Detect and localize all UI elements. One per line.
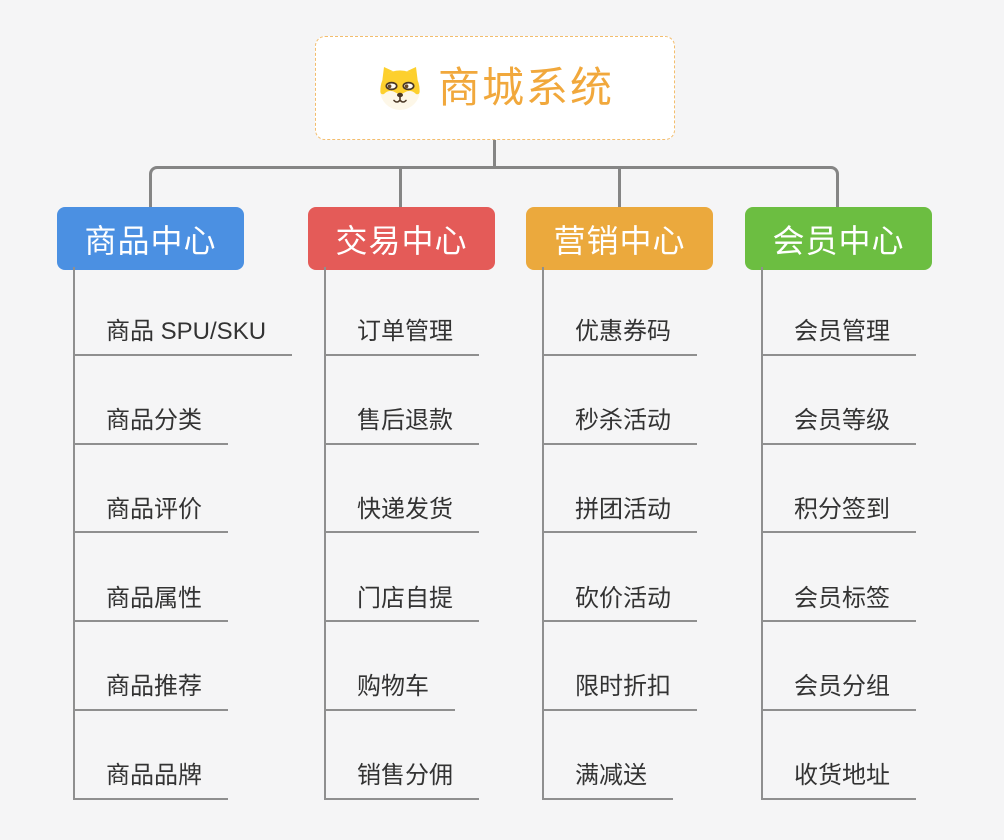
root-node[interactable]: 商城系统 bbox=[315, 36, 675, 140]
child-node[interactable]: 会员管理 bbox=[763, 267, 916, 356]
root-title: 商城系统 bbox=[437, 64, 614, 111]
branch-box-product-center[interactable]: 商品中心 bbox=[57, 207, 244, 270]
branch-label: 营销中心 bbox=[553, 222, 686, 259]
dog-face-icon bbox=[376, 64, 424, 112]
child-node[interactable]: 满减送 bbox=[544, 711, 673, 800]
branch-children-product-center: 商品 SPU/SKU 商品分类 商品评价 商品属性 商品推荐 商品品牌 bbox=[73, 267, 293, 800]
child-node[interactable]: 商品评价 bbox=[75, 445, 228, 534]
connector-branch3-stub bbox=[618, 166, 621, 208]
branch-box-trade-center[interactable]: 交易中心 bbox=[308, 207, 495, 270]
child-node[interactable]: 订单管理 bbox=[326, 267, 479, 356]
branch-children-member-center: 会员管理 会员等级 积分签到 会员标签 会员分组 收货地址 bbox=[761, 267, 916, 800]
branch-box-member-center[interactable]: 会员中心 bbox=[745, 207, 932, 270]
connector-branch2-stub bbox=[399, 166, 402, 208]
branch-label: 会员中心 bbox=[772, 222, 905, 259]
connector-bus bbox=[149, 166, 839, 208]
child-node[interactable]: 会员分组 bbox=[763, 622, 916, 711]
branch-children-marketing-center: 优惠券码 秒杀活动 拼团活动 砍价活动 限时折扣 满减送 bbox=[542, 267, 697, 800]
child-node[interactable]: 销售分佣 bbox=[326, 711, 479, 800]
child-node[interactable]: 积分签到 bbox=[763, 445, 916, 534]
child-node[interactable]: 限时折扣 bbox=[544, 622, 697, 711]
branch-label: 商品中心 bbox=[84, 222, 217, 259]
branch-children-trade-center: 订单管理 售后退款 快递发货 门店自提 购物车 销售分佣 bbox=[324, 267, 479, 800]
child-node[interactable]: 商品品牌 bbox=[75, 711, 228, 800]
child-node[interactable]: 快递发货 bbox=[326, 445, 479, 534]
branch-label: 交易中心 bbox=[335, 222, 468, 259]
child-node[interactable]: 商品 SPU/SKU bbox=[75, 267, 293, 356]
child-node[interactable]: 收货地址 bbox=[763, 711, 916, 800]
child-node[interactable]: 购物车 bbox=[326, 622, 455, 711]
connector-root-stub bbox=[493, 140, 496, 167]
child-node[interactable]: 砍价活动 bbox=[544, 533, 697, 623]
child-node[interactable]: 商品属性 bbox=[75, 533, 228, 623]
branch-box-marketing-center[interactable]: 营销中心 bbox=[526, 207, 713, 270]
child-node[interactable]: 拼团活动 bbox=[544, 445, 697, 534]
child-node[interactable]: 商品推荐 bbox=[75, 622, 228, 711]
child-node[interactable]: 门店自提 bbox=[326, 533, 479, 623]
child-node[interactable]: 会员等级 bbox=[763, 356, 916, 445]
child-node[interactable]: 售后退款 bbox=[326, 356, 479, 445]
child-node[interactable]: 会员标签 bbox=[763, 533, 916, 623]
child-node[interactable]: 优惠券码 bbox=[544, 267, 697, 356]
child-node[interactable]: 商品分类 bbox=[75, 356, 228, 445]
child-node[interactable]: 秒杀活动 bbox=[544, 356, 697, 445]
